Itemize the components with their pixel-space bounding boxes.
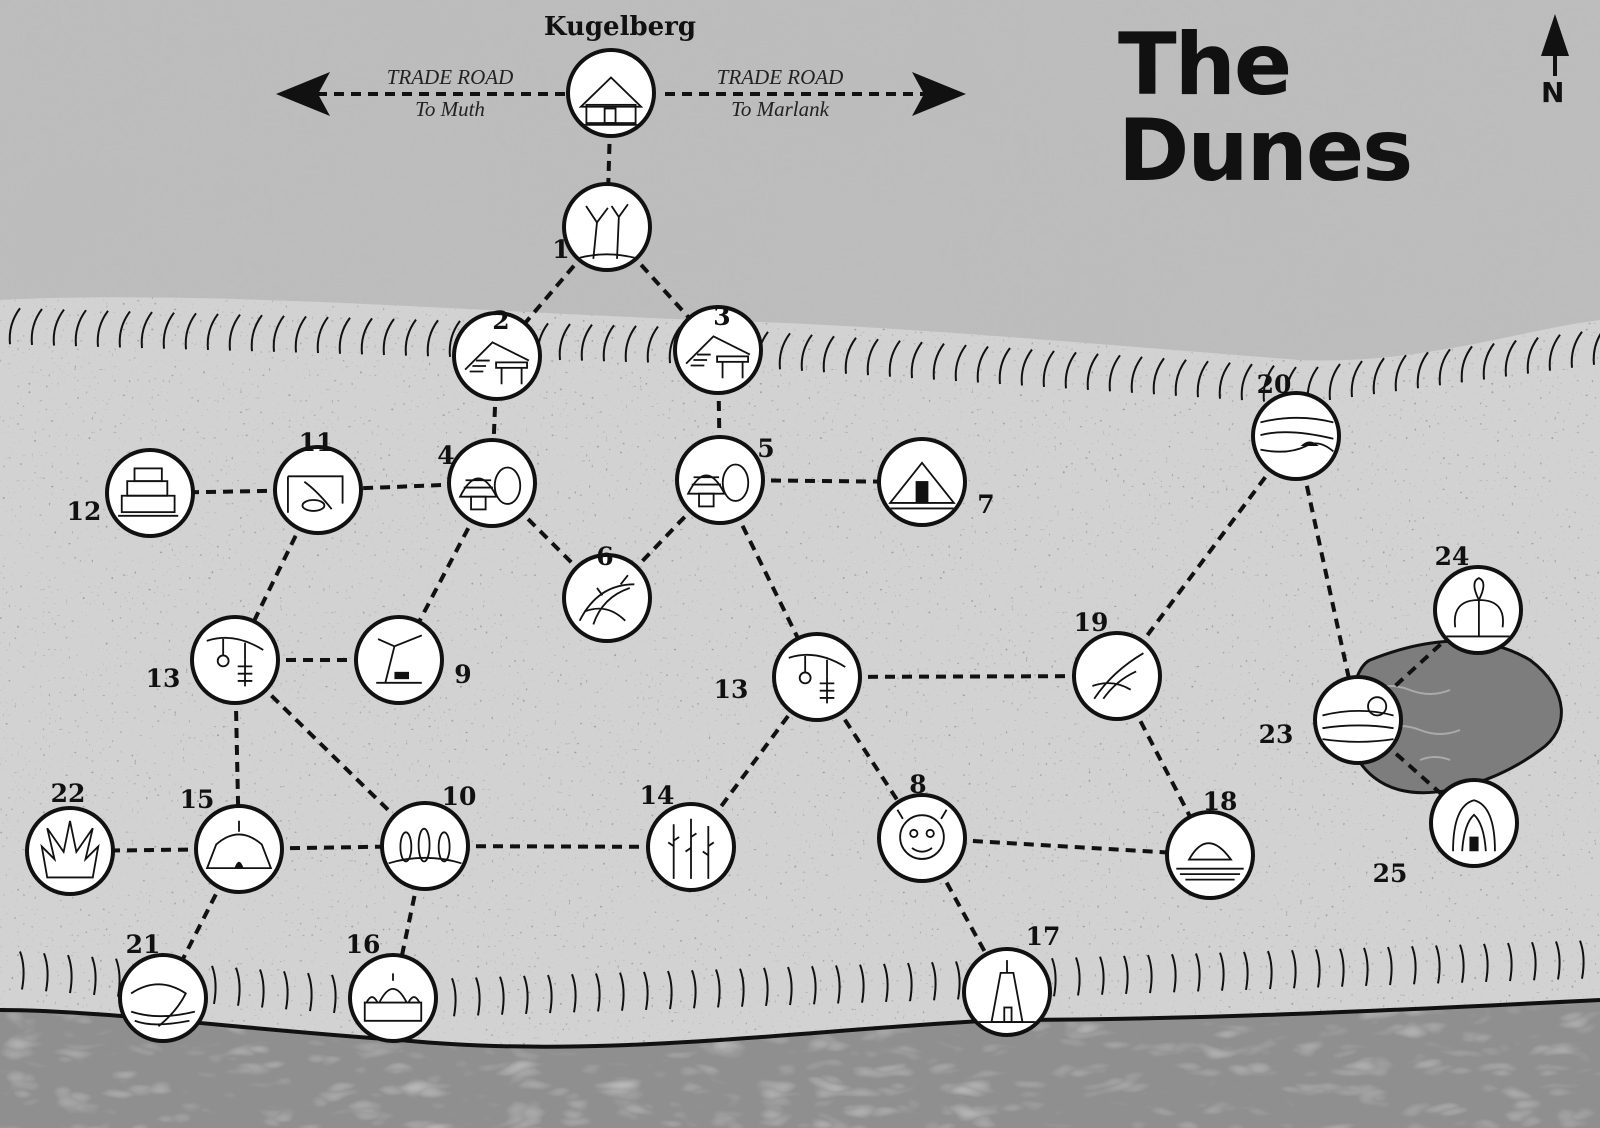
north-label: N (1541, 76, 1565, 109)
location-number-n6: 6 (596, 542, 614, 571)
location-node-start[interactable] (566, 48, 656, 138)
location-node-n4[interactable] (447, 438, 537, 528)
location-number-n2: 2 (492, 306, 510, 335)
location-number-n14: 14 (639, 781, 675, 810)
map-title: The Dunes (1118, 15, 1413, 201)
location-node-n23[interactable] (1313, 675, 1403, 765)
location-node-n10[interactable] (380, 801, 470, 891)
location-node-n2[interactable] (452, 311, 542, 401)
path-n8-n17 (920, 837, 1009, 993)
location-node-n7[interactable] (877, 437, 967, 527)
east-arrow-icon (912, 72, 966, 116)
location-number-n13b: 13 (713, 675, 749, 704)
location-number-n8: 8 (909, 770, 927, 799)
location-number-n7: 7 (977, 490, 995, 519)
location-number-n20: 20 (1256, 370, 1292, 399)
location-node-n25[interactable] (1429, 778, 1519, 868)
location-number-n24: 24 (1434, 542, 1470, 571)
start-label: Kugelberg (543, 12, 697, 42)
location-number-n15: 15 (179, 785, 215, 814)
location-number-n4: 4 (437, 441, 455, 470)
path-n8-n18 (921, 836, 1211, 857)
location-node-n9[interactable] (354, 615, 444, 705)
location-number-n18: 18 (1202, 787, 1238, 816)
location-number-n3: 3 (713, 302, 731, 331)
location-number-n17: 17 (1025, 922, 1061, 951)
location-node-n1[interactable] (562, 182, 652, 272)
location-number-n11: 11 (298, 428, 334, 457)
location-node-n19[interactable] (1072, 631, 1162, 721)
location-node-n15[interactable] (194, 804, 284, 894)
west-arrow-icon (276, 72, 330, 116)
location-node-n22[interactable] (25, 806, 115, 896)
location-node-n11[interactable] (273, 445, 363, 535)
location-node-n17[interactable] (962, 947, 1052, 1037)
location-node-n16[interactable] (348, 953, 438, 1043)
east-road-label: TRADE ROAD To Marlank (685, 62, 875, 125)
location-node-n24[interactable] (1433, 565, 1523, 655)
location-number-n21: 21 (125, 930, 161, 959)
location-node-n3[interactable] (673, 305, 763, 395)
location-node-n13a[interactable] (190, 615, 280, 705)
location-number-n12: 12 (66, 497, 102, 526)
location-node-n13b[interactable] (772, 632, 862, 722)
location-node-n18[interactable] (1165, 810, 1255, 900)
west-road-label: TRADE ROAD To Muth (355, 62, 545, 125)
north-arrow-icon (1541, 14, 1569, 56)
location-node-n21[interactable] (118, 953, 208, 1043)
location-node-n6[interactable] (562, 553, 652, 643)
location-node-n12[interactable] (105, 448, 195, 538)
location-number-n9: 9 (454, 660, 472, 689)
location-node-n14[interactable] (646, 802, 736, 892)
location-number-n16: 16 (345, 930, 381, 959)
location-node-n20[interactable] (1251, 391, 1341, 481)
trade-road-arrows (276, 72, 966, 116)
location-number-n23: 23 (1258, 720, 1294, 749)
west-road-name: TRADE ROAD (386, 65, 514, 89)
west-road-destination: To Muth (415, 96, 485, 121)
location-node-n8[interactable] (877, 793, 967, 883)
east-road-destination: To Marlank (731, 96, 829, 121)
location-number-n10: 10 (441, 782, 477, 811)
location-number-n13a: 13 (145, 664, 181, 693)
location-node-n5[interactable] (675, 435, 765, 525)
location-number-n5: 5 (757, 434, 775, 463)
path-n20-n23 (1294, 435, 1360, 721)
location-number-n19: 19 (1073, 608, 1109, 637)
location-number-n22: 22 (50, 779, 86, 808)
location-number-n1: 1 (552, 235, 570, 264)
east-road-name: TRADE ROAD (716, 65, 844, 89)
location-number-n25: 25 (1372, 859, 1408, 888)
